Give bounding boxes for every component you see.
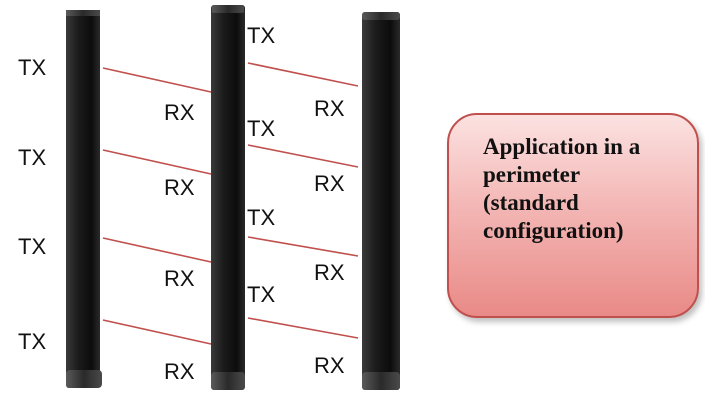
right-column-bottom-cap	[362, 372, 400, 390]
tx-label: TX	[247, 116, 276, 141]
rx-label: RX	[164, 359, 195, 384]
left-column-body	[66, 10, 100, 388]
right-column-top-cap	[362, 12, 400, 20]
tx-label: TX	[18, 145, 47, 170]
left-column-top-cap	[66, 10, 100, 16]
tx-label: TX	[247, 282, 276, 307]
tx-label: TX	[18, 329, 47, 354]
left-column	[66, 10, 102, 388]
left-column-bottom-cap	[66, 370, 102, 388]
rx-label: RX	[314, 96, 345, 121]
rx-label: RX	[164, 100, 195, 125]
tx-label: TX	[247, 23, 276, 48]
tx-label: TX	[247, 205, 276, 230]
rx-label: RX	[314, 260, 345, 285]
middle-column-top-cap	[212, 5, 244, 13]
beam-line	[247, 144, 359, 168]
rx-label: RX	[164, 175, 195, 200]
beam-line	[102, 149, 212, 175]
tx-label: TX	[18, 55, 47, 80]
rx-label: RX	[314, 171, 345, 196]
right-beams	[247, 62, 359, 339]
left-beams	[102, 67, 212, 345]
rx-label: RX	[164, 266, 195, 291]
rx-label: RX	[314, 353, 345, 378]
callout-text: Application in a perimeter (standard con…	[483, 134, 641, 243]
beam-line	[247, 62, 359, 87]
beam-line	[247, 317, 359, 339]
tx-label: TX	[18, 234, 47, 259]
right-column	[362, 12, 400, 390]
middle-column-body	[211, 5, 245, 390]
beam-line	[247, 236, 359, 257]
beam-line	[102, 319, 212, 345]
middle-column-bottom-cap	[211, 372, 245, 390]
middle-column	[211, 5, 245, 390]
beam-line	[102, 67, 212, 93]
application-callout: Application in a perimeter (standard con…	[447, 113, 699, 318]
beam-line	[102, 237, 212, 263]
right-column-body	[362, 12, 400, 390]
